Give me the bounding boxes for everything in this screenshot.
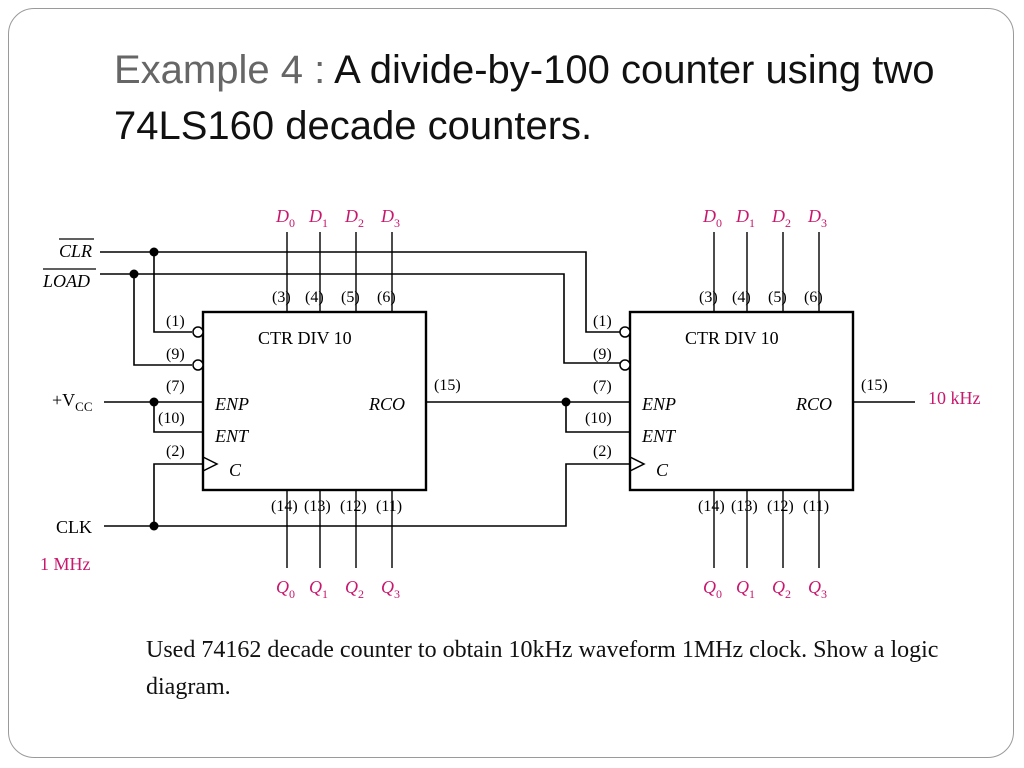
circuit-wires — [100, 251, 915, 527]
title-prefix: Example 4 : — [114, 48, 335, 92]
enp-label: ENP — [641, 394, 676, 414]
counter-box — [628, 310, 855, 492]
left-pin-number: (7) — [166, 378, 185, 395]
d-input-label: D3 — [807, 206, 827, 230]
q-output-label: Q1 — [309, 577, 328, 601]
load-branch — [133, 274, 192, 366]
clr-inversion-bubble — [619, 326, 631, 338]
d-input-label: D2 — [344, 206, 364, 230]
q-output-label: Q0 — [276, 577, 295, 601]
d-input-label: D0 — [702, 206, 722, 230]
output-pin-number: (13) — [731, 498, 758, 515]
rco-pin-number: (15) — [434, 377, 461, 394]
data-pin-number: (3) — [272, 289, 291, 306]
load-inversion-bubble — [192, 359, 204, 371]
output-pin-number: (12) — [340, 498, 367, 515]
title-main: A divide-by-100 counter using two 74LS16… — [114, 48, 935, 148]
slide-title: Example 4 : A divide-by-100 counter usin… — [114, 42, 974, 154]
output-freq-label: 10 kHz — [928, 388, 981, 408]
counter-box — [201, 310, 428, 492]
data-pin-number: (4) — [305, 289, 324, 306]
clr-wire — [100, 251, 620, 333]
clk-freq-label: 1 MHz — [40, 554, 91, 574]
load-inversion-bubble — [619, 359, 631, 371]
vcc-label: +VCC — [52, 390, 93, 414]
clock-label: C — [229, 460, 242, 480]
load-label: LOAD — [42, 271, 90, 291]
junction-dot — [149, 397, 159, 407]
clock-triangle — [202, 456, 219, 472]
output-pin-number: (14) — [698, 498, 725, 515]
junction-dot — [149, 521, 159, 531]
left-pin-number: (9) — [593, 346, 612, 363]
left-pin-number: (2) — [593, 443, 612, 460]
counter-name: CTR DIV 10 — [258, 328, 352, 348]
clock-label: C — [656, 460, 669, 480]
rco-label: RCO — [368, 394, 405, 414]
clk-branch — [153, 463, 203, 526]
slide-frame — [8, 8, 1014, 758]
output-pin-number: (14) — [271, 498, 298, 515]
data-pin-number: (5) — [341, 289, 360, 306]
junction-dots — [129, 247, 571, 531]
rco-pin-number: (15) — [861, 377, 888, 394]
left-pin-number: (9) — [166, 346, 185, 363]
output-pin-number: (11) — [803, 498, 829, 515]
enp-label: ENP — [214, 394, 249, 414]
clr-branch — [153, 252, 192, 333]
d-input-label: D1 — [308, 206, 328, 230]
q-output-label: Q3 — [381, 577, 400, 601]
d-input-label: D0 — [275, 206, 295, 230]
left-pin-number: (7) — [593, 378, 612, 395]
left-pin-number: (1) — [166, 313, 185, 330]
q-output-label: Q1 — [736, 577, 755, 601]
data-pin-number: (5) — [768, 289, 787, 306]
caption-text: Used 74162 decade counter to obtain 10kH… — [146, 637, 939, 700]
data-pin-number: (6) — [804, 289, 823, 306]
d-input-label: D1 — [735, 206, 755, 230]
clk-wire — [104, 463, 630, 527]
clk-label: CLK — [56, 517, 92, 537]
data-pin-number: (6) — [377, 289, 396, 306]
junction-dot — [561, 397, 571, 407]
vcc-branch — [153, 402, 203, 433]
input-labels: CLR LOAD +VCC CLK 1 MHz — [40, 238, 96, 574]
counter-name: CTR DIV 10 — [685, 328, 779, 348]
junction-dot — [129, 269, 139, 279]
left-pin-number: (2) — [166, 443, 185, 460]
output-pin-number: (11) — [376, 498, 402, 515]
d-input-label: D3 — [380, 206, 400, 230]
ent-label: ENT — [214, 426, 250, 446]
left-pin-number: (10) — [585, 410, 612, 427]
left-pin-number: (1) — [593, 313, 612, 330]
clr-label: CLR — [59, 241, 92, 261]
data-pin-number: (4) — [732, 289, 751, 306]
clock-triangle — [629, 456, 646, 472]
clr-inversion-bubble — [192, 326, 204, 338]
left-pin-number: (10) — [158, 410, 185, 427]
ent-label: ENT — [641, 426, 677, 446]
q-output-label: Q2 — [345, 577, 364, 601]
q-output-label: Q3 — [808, 577, 827, 601]
load-wire — [100, 273, 620, 364]
rco1-branch — [565, 402, 630, 433]
rco-label: RCO — [795, 394, 832, 414]
junction-dot — [149, 247, 159, 257]
data-pin-number: (3) — [699, 289, 718, 306]
output-pin-number: (12) — [767, 498, 794, 515]
q-output-label: Q2 — [772, 577, 791, 601]
d-input-label: D2 — [771, 206, 791, 230]
q-output-label: Q0 — [703, 577, 722, 601]
output-pin-number: (13) — [304, 498, 331, 515]
